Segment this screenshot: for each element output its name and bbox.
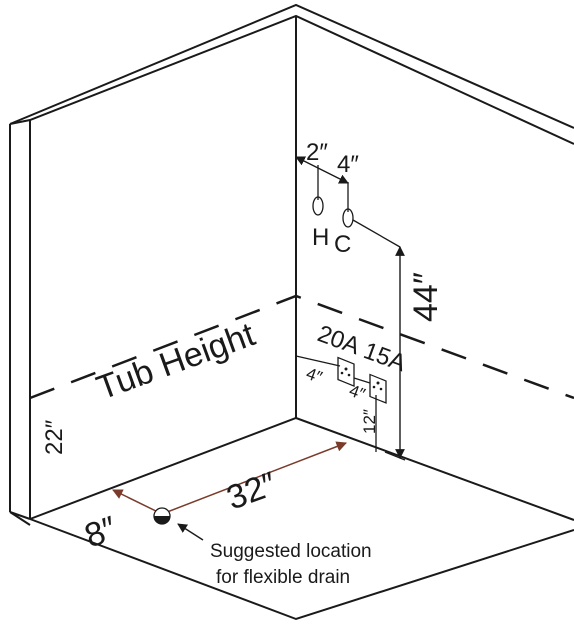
electrical-outlets: 20A 15A 4″ 4″ 12″ [295, 320, 409, 452]
dim-2-label: 2″ [306, 139, 328, 166]
hot-label: H [312, 224, 329, 251]
dim-4-outlet-b-label: 4″ [347, 381, 368, 404]
outlet-15a-label: 15A [360, 337, 409, 377]
tub-height-label: Tub Height [92, 315, 261, 407]
hot-valve-icon [312, 196, 324, 216]
note-line-1: Suggested location [210, 541, 372, 562]
cold-valve-icon [342, 208, 354, 228]
tub-height-line [29, 294, 574, 400]
water-supply: 2″ 4″ H C [295, 139, 401, 258]
outlet-20a-icon [337, 356, 355, 387]
dim-44-label: 44″ [407, 272, 445, 322]
dim-32-label: 32″ [222, 465, 282, 518]
cold-label: C [334, 231, 351, 258]
dim-22-label: 22″ [41, 419, 68, 455]
room-walls [9, 3, 574, 621]
dim-4-label: 4″ [337, 151, 359, 178]
outlet-20a-label: 20A [314, 320, 363, 360]
outlet-15a-icon [369, 373, 387, 404]
dim-12-label: 12″ [360, 409, 379, 434]
dim-4-outlet-a-label: 4″ [304, 364, 325, 387]
dim-8-label: 8″ [80, 509, 122, 555]
drain-dimensions: 32″ 8″ [80, 441, 347, 556]
note-line-2: for flexible drain [216, 567, 350, 588]
